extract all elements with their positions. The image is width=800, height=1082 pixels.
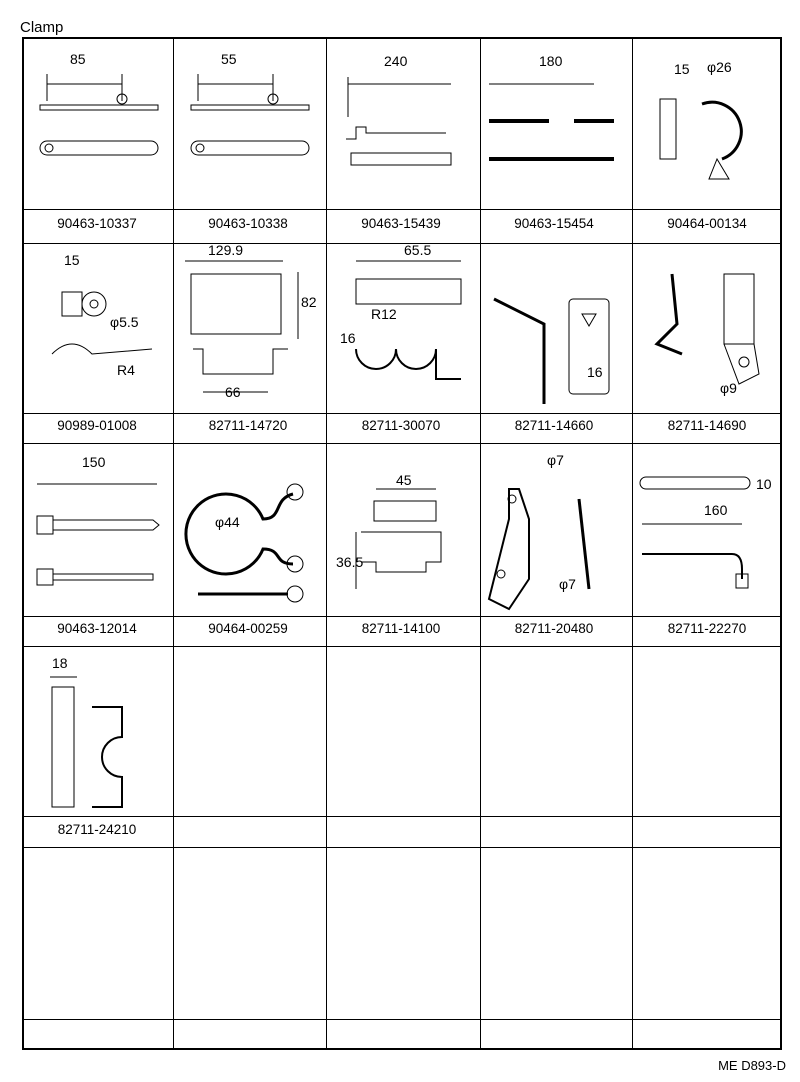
parts-table (22, 37, 782, 1050)
part-number: 82711-24210 (57, 822, 137, 837)
part-illustration: 85 (22, 39, 172, 207)
part-drawing (355, 488, 442, 589)
part-illustration: φ9 (632, 244, 782, 412)
part-drawing (346, 77, 452, 166)
part-number: 82711-20480 (514, 621, 594, 636)
document-code: ME D893-D (718, 1058, 786, 1073)
part-illustration: 150 (22, 444, 172, 612)
dimension-label: 129.9 (208, 242, 244, 258)
part-drawing (51, 291, 153, 355)
dimension-label: 240 (384, 53, 408, 69)
dimension-label: 16 (340, 330, 356, 346)
dimension-label: 85 (70, 51, 86, 67)
part-illustration: 10 160 (632, 444, 782, 612)
dimension-label: 18 (52, 655, 68, 671)
part-drawing (39, 74, 159, 156)
part-number: 90463-15454 (514, 216, 594, 231)
dimension-label: 160 (704, 502, 728, 518)
part-drawing (493, 297, 610, 404)
part-illustration: 45 36.5 (326, 444, 476, 612)
part-number: 90463-10337 (57, 216, 137, 231)
dimension-label: 150 (82, 454, 106, 470)
part-illustration: 180 (479, 39, 629, 207)
dimension-label: φ7 (547, 452, 564, 468)
dimension-label: φ9 (720, 380, 737, 396)
part-number: 82711-30070 (361, 418, 441, 433)
part-drawing (184, 483, 304, 603)
dimension-label: 16 (587, 364, 603, 380)
part-illustration: 15 φ26 (632, 39, 782, 207)
part-illustration: 240 (326, 39, 476, 207)
part-illustration: 18 (22, 647, 172, 815)
part-number: 90463-10338 (208, 216, 288, 231)
dimension-label: 55 (221, 51, 237, 67)
dimension-label: 65.5 (404, 242, 432, 258)
part-number: 82711-22270 (667, 621, 747, 636)
part-number: 82711-14720 (208, 418, 288, 433)
dimension-label: 15 (64, 252, 80, 268)
part-drawing (185, 260, 299, 393)
part-drawing (487, 488, 591, 611)
dimension-label: 180 (539, 53, 563, 69)
part-drawing (654, 273, 760, 385)
part-drawing (36, 483, 160, 586)
part-number: 90463-15439 (361, 216, 441, 231)
part-illustration: 55 (173, 39, 323, 207)
part-illustration: φ44 (173, 444, 323, 612)
part-number: 90464-00259 (208, 621, 288, 636)
dimension-label: 45 (396, 472, 412, 488)
part-illustration: 65.5 16 R12 (326, 242, 476, 412)
dimension-label: 15 (674, 61, 690, 77)
dimension-label: 66 (225, 384, 241, 400)
dimension-label: 36.5 (336, 554, 364, 570)
dimension-label: R4 (117, 362, 135, 378)
part-illustration: φ7 φ7 (479, 444, 629, 612)
part-number: 82711-14690 (667, 418, 747, 433)
dimension-label: φ5.5 (110, 314, 139, 330)
part-illustration: 129.9 82 66 (173, 242, 323, 412)
dimension-label: φ26 (707, 59, 732, 75)
dimension-label: φ7 (559, 576, 576, 592)
part-number: 82711-14100 (361, 621, 441, 636)
part-number: 90463-12014 (57, 621, 137, 636)
part-number: 82711-14660 (514, 418, 594, 433)
dimension-label: 10 (756, 476, 772, 492)
part-number: 90989-01008 (57, 418, 137, 433)
dimension-label: φ44 (215, 514, 240, 530)
part-drawing (639, 476, 751, 589)
dimension-label: 82 (301, 294, 317, 310)
part-drawing (489, 83, 614, 161)
part-drawing (50, 676, 123, 808)
part-drawing (659, 98, 743, 180)
part-drawing (355, 260, 462, 380)
page-title: Clamp (20, 19, 64, 36)
part-drawing (190, 74, 310, 156)
part-number: 90464-00134 (667, 216, 747, 231)
dimension-label: R12 (371, 306, 397, 322)
part-illustration: 16 (479, 244, 629, 412)
